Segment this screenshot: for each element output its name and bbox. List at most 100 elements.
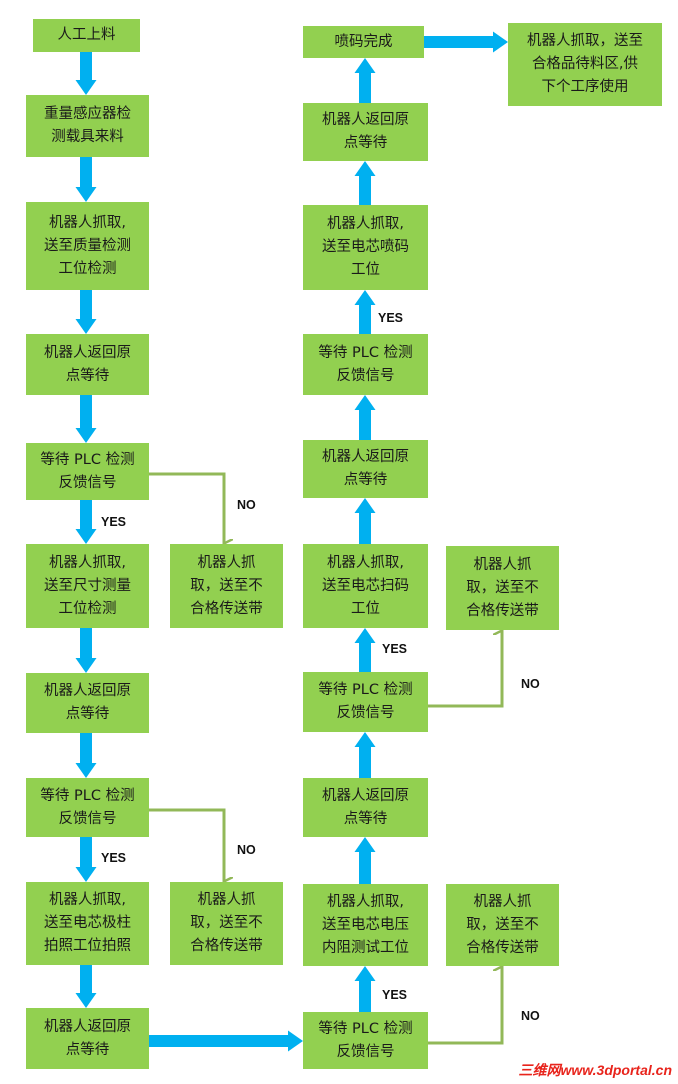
box-text: 机器人抓取,送至尺寸测量工位检测 xyxy=(44,552,131,621)
box-text: 机器人抓取,送至电芯电压内阻测试工位 xyxy=(322,891,409,960)
reject-conveyor-2: 机器人抓取，送至不合格传送带 xyxy=(170,882,283,965)
box-text: 机器人抓取,送至电芯喷码工位 xyxy=(322,213,409,282)
box-text: 等待 PLC 检测反馈信号 xyxy=(318,1018,412,1064)
box-text: 喷码完成 xyxy=(335,31,393,54)
box-text-line: 取，送至不 xyxy=(190,577,263,594)
box-text-line: 反馈信号 xyxy=(58,810,117,827)
reject-arrow-1 xyxy=(149,472,224,544)
box-text: 机器人抓取,送至电芯极柱拍照工位拍照 xyxy=(44,889,131,958)
box-text-line: 内阻测试工位 xyxy=(322,939,409,956)
step-return-origin-2: 机器人返回原点等待 xyxy=(26,673,149,733)
box-text-line: 机器人抓 xyxy=(473,893,532,910)
box-text-line: 点等待 xyxy=(65,706,110,722)
yes-label-5: YES xyxy=(378,311,404,325)
flow-arrow-middle-7 xyxy=(354,290,376,334)
box-text-line: 取，送至不 xyxy=(466,916,539,933)
final-qualified-area: 机器人抓取，送至合格品待料区,供下个工序使用 xyxy=(508,23,662,106)
box-text-line: 机器人抓 xyxy=(197,554,256,571)
box-text: 机器人返回原点等待 xyxy=(322,446,409,492)
box-text-line: 等待 PLC 检测 xyxy=(40,451,135,468)
flow-arrow-bottom-connector xyxy=(149,1030,303,1052)
box-text-line: 机器人抓取，送至 xyxy=(527,33,643,49)
reject-arrow-4 xyxy=(428,630,504,708)
reject-conveyor-1: 机器人抓取，送至不合格传送带 xyxy=(170,544,283,628)
flow-arrow-middle-2 xyxy=(354,837,376,884)
box-text-line: 等待 PLC 检测 xyxy=(318,344,413,361)
box-text: 机器人返回原点等待 xyxy=(44,1016,131,1062)
box-text-line: 合格传送带 xyxy=(466,602,539,619)
flow-arrow-middle-1 xyxy=(354,966,376,1012)
no-label-1: NO xyxy=(237,498,256,512)
box-text-line: 机器人返回原 xyxy=(322,112,409,128)
box-text-line: 合格传送带 xyxy=(190,938,263,954)
flow-arrow-left-6 xyxy=(75,628,97,673)
box-text-line: 人工上料 xyxy=(57,27,116,43)
box-text-line: 合格传送带 xyxy=(190,600,263,617)
step-return-origin-1: 机器人返回原点等待 xyxy=(26,334,149,395)
box-text: 人工上料 xyxy=(58,24,116,47)
box-text: 机器人抓取，送至不合格传送带 xyxy=(466,891,539,960)
box-text: 机器人返回原点等待 xyxy=(322,785,409,831)
box-text-line: 喷码完成 xyxy=(334,33,393,50)
step-wait-plc-3: 等待 PLC 检测反馈信号 xyxy=(303,1012,428,1069)
box-text: 机器人抓取,送至质量检测工位检测 xyxy=(44,212,131,281)
box-text-line: 点等待 xyxy=(343,810,388,827)
box-text: 机器人抓取，送至合格品待料区,供下个工序使用 xyxy=(527,30,643,99)
box-text-line: 工位 xyxy=(351,262,380,278)
box-text-line: 取，送至不 xyxy=(466,579,539,596)
box-text-line: 机器人返回原 xyxy=(322,449,409,465)
box-text-line: 合格传送带 xyxy=(466,939,539,956)
box-text-line: 等待 PLC 检测 xyxy=(318,1020,413,1037)
box-text-line: 机器人返回原 xyxy=(44,1018,131,1035)
flow-arrow-left-1 xyxy=(75,52,97,95)
box-text-line: 反馈信号 xyxy=(58,474,117,491)
yes-label-1: YES xyxy=(101,515,127,529)
box-text-line: 重量感应器检 xyxy=(44,106,131,122)
reject-conveyor-4: 机器人抓取，送至不合格传送带 xyxy=(446,884,559,966)
box-text: 等待 PLC 检测反馈信号 xyxy=(318,679,412,725)
no-label-4: NO xyxy=(521,677,540,691)
step-manual-loading: 人工上料 xyxy=(33,19,140,52)
step-return-origin-3: 机器人返回原点等待 xyxy=(26,1008,149,1069)
box-text-line: 送至尺寸测量 xyxy=(44,577,131,594)
reject-conveyor-3: 机器人抓取，送至不合格传送带 xyxy=(446,546,559,630)
step-wait-plc-2: 等待 PLC 检测反馈信号 xyxy=(26,778,149,837)
box-text-line: 反馈信号 xyxy=(336,1043,395,1060)
step-dimension-inspection: 机器人抓取,送至尺寸测量工位检测 xyxy=(26,544,149,628)
box-text-line: 送至电芯电压 xyxy=(322,916,409,933)
box-text: 等待 PLC 检测反馈信号 xyxy=(40,785,134,831)
step-pole-photo: 机器人抓取,送至电芯极柱拍照工位拍照 xyxy=(26,882,149,965)
step-wait-plc-5: 等待 PLC 检测反馈信号 xyxy=(303,334,428,395)
box-text-line: 拍照工位拍照 xyxy=(44,938,131,954)
box-text-line: 下个工序使用 xyxy=(541,79,629,95)
step-wait-plc-4: 等待 PLC 检测反馈信号 xyxy=(303,672,428,732)
box-text-line: 机器人抓 xyxy=(197,892,256,908)
flow-arrow-middle-8 xyxy=(354,161,376,205)
box-text-line: 工位 xyxy=(351,600,380,617)
box-text: 机器人抓取，送至不合格传送带 xyxy=(190,889,263,958)
flow-arrow-left-8 xyxy=(75,837,97,882)
step-return-origin-5: 机器人返回原点等待 xyxy=(303,440,428,498)
box-text-line: 机器人返回原 xyxy=(44,683,131,699)
box-text: 机器人返回原点等待 xyxy=(44,342,131,388)
box-text: 等待 PLC 检测反馈信号 xyxy=(40,449,134,495)
box-text-line: 工位检测 xyxy=(58,260,117,277)
flow-arrow-middle-5 xyxy=(354,498,376,544)
box-text-line: 反馈信号 xyxy=(336,367,395,384)
box-text-line: 送至电芯扫码 xyxy=(322,577,409,594)
box-text-line: 机器人抓 xyxy=(473,556,532,573)
box-text-line: 点等待 xyxy=(65,367,110,384)
box-text-line: 机器人返回原 xyxy=(322,787,409,804)
watermark: 三维网www.3dportal.cn xyxy=(518,1062,673,1078)
box-text: 机器人抓取, 送至电芯扫码工位 xyxy=(322,552,409,621)
flow-arrow-left-4 xyxy=(75,395,97,443)
box-text-line: 点等待 xyxy=(343,472,388,488)
step-wait-plc-1: 等待 PLC 检测反馈信号 xyxy=(26,443,149,500)
step-barcode-scan: 机器人抓取, 送至电芯扫码工位 xyxy=(303,544,428,628)
step-return-origin-4: 机器人返回原点等待 xyxy=(303,778,428,837)
box-text-line: 机器人抓取, xyxy=(326,554,405,571)
box-text: 机器人抓取，送至不合格传送带 xyxy=(466,554,539,623)
box-text: 机器人返回原点等待 xyxy=(44,680,131,726)
box-text-line: 机器人抓取, xyxy=(326,216,405,232)
yes-label-3: YES xyxy=(382,988,408,1002)
